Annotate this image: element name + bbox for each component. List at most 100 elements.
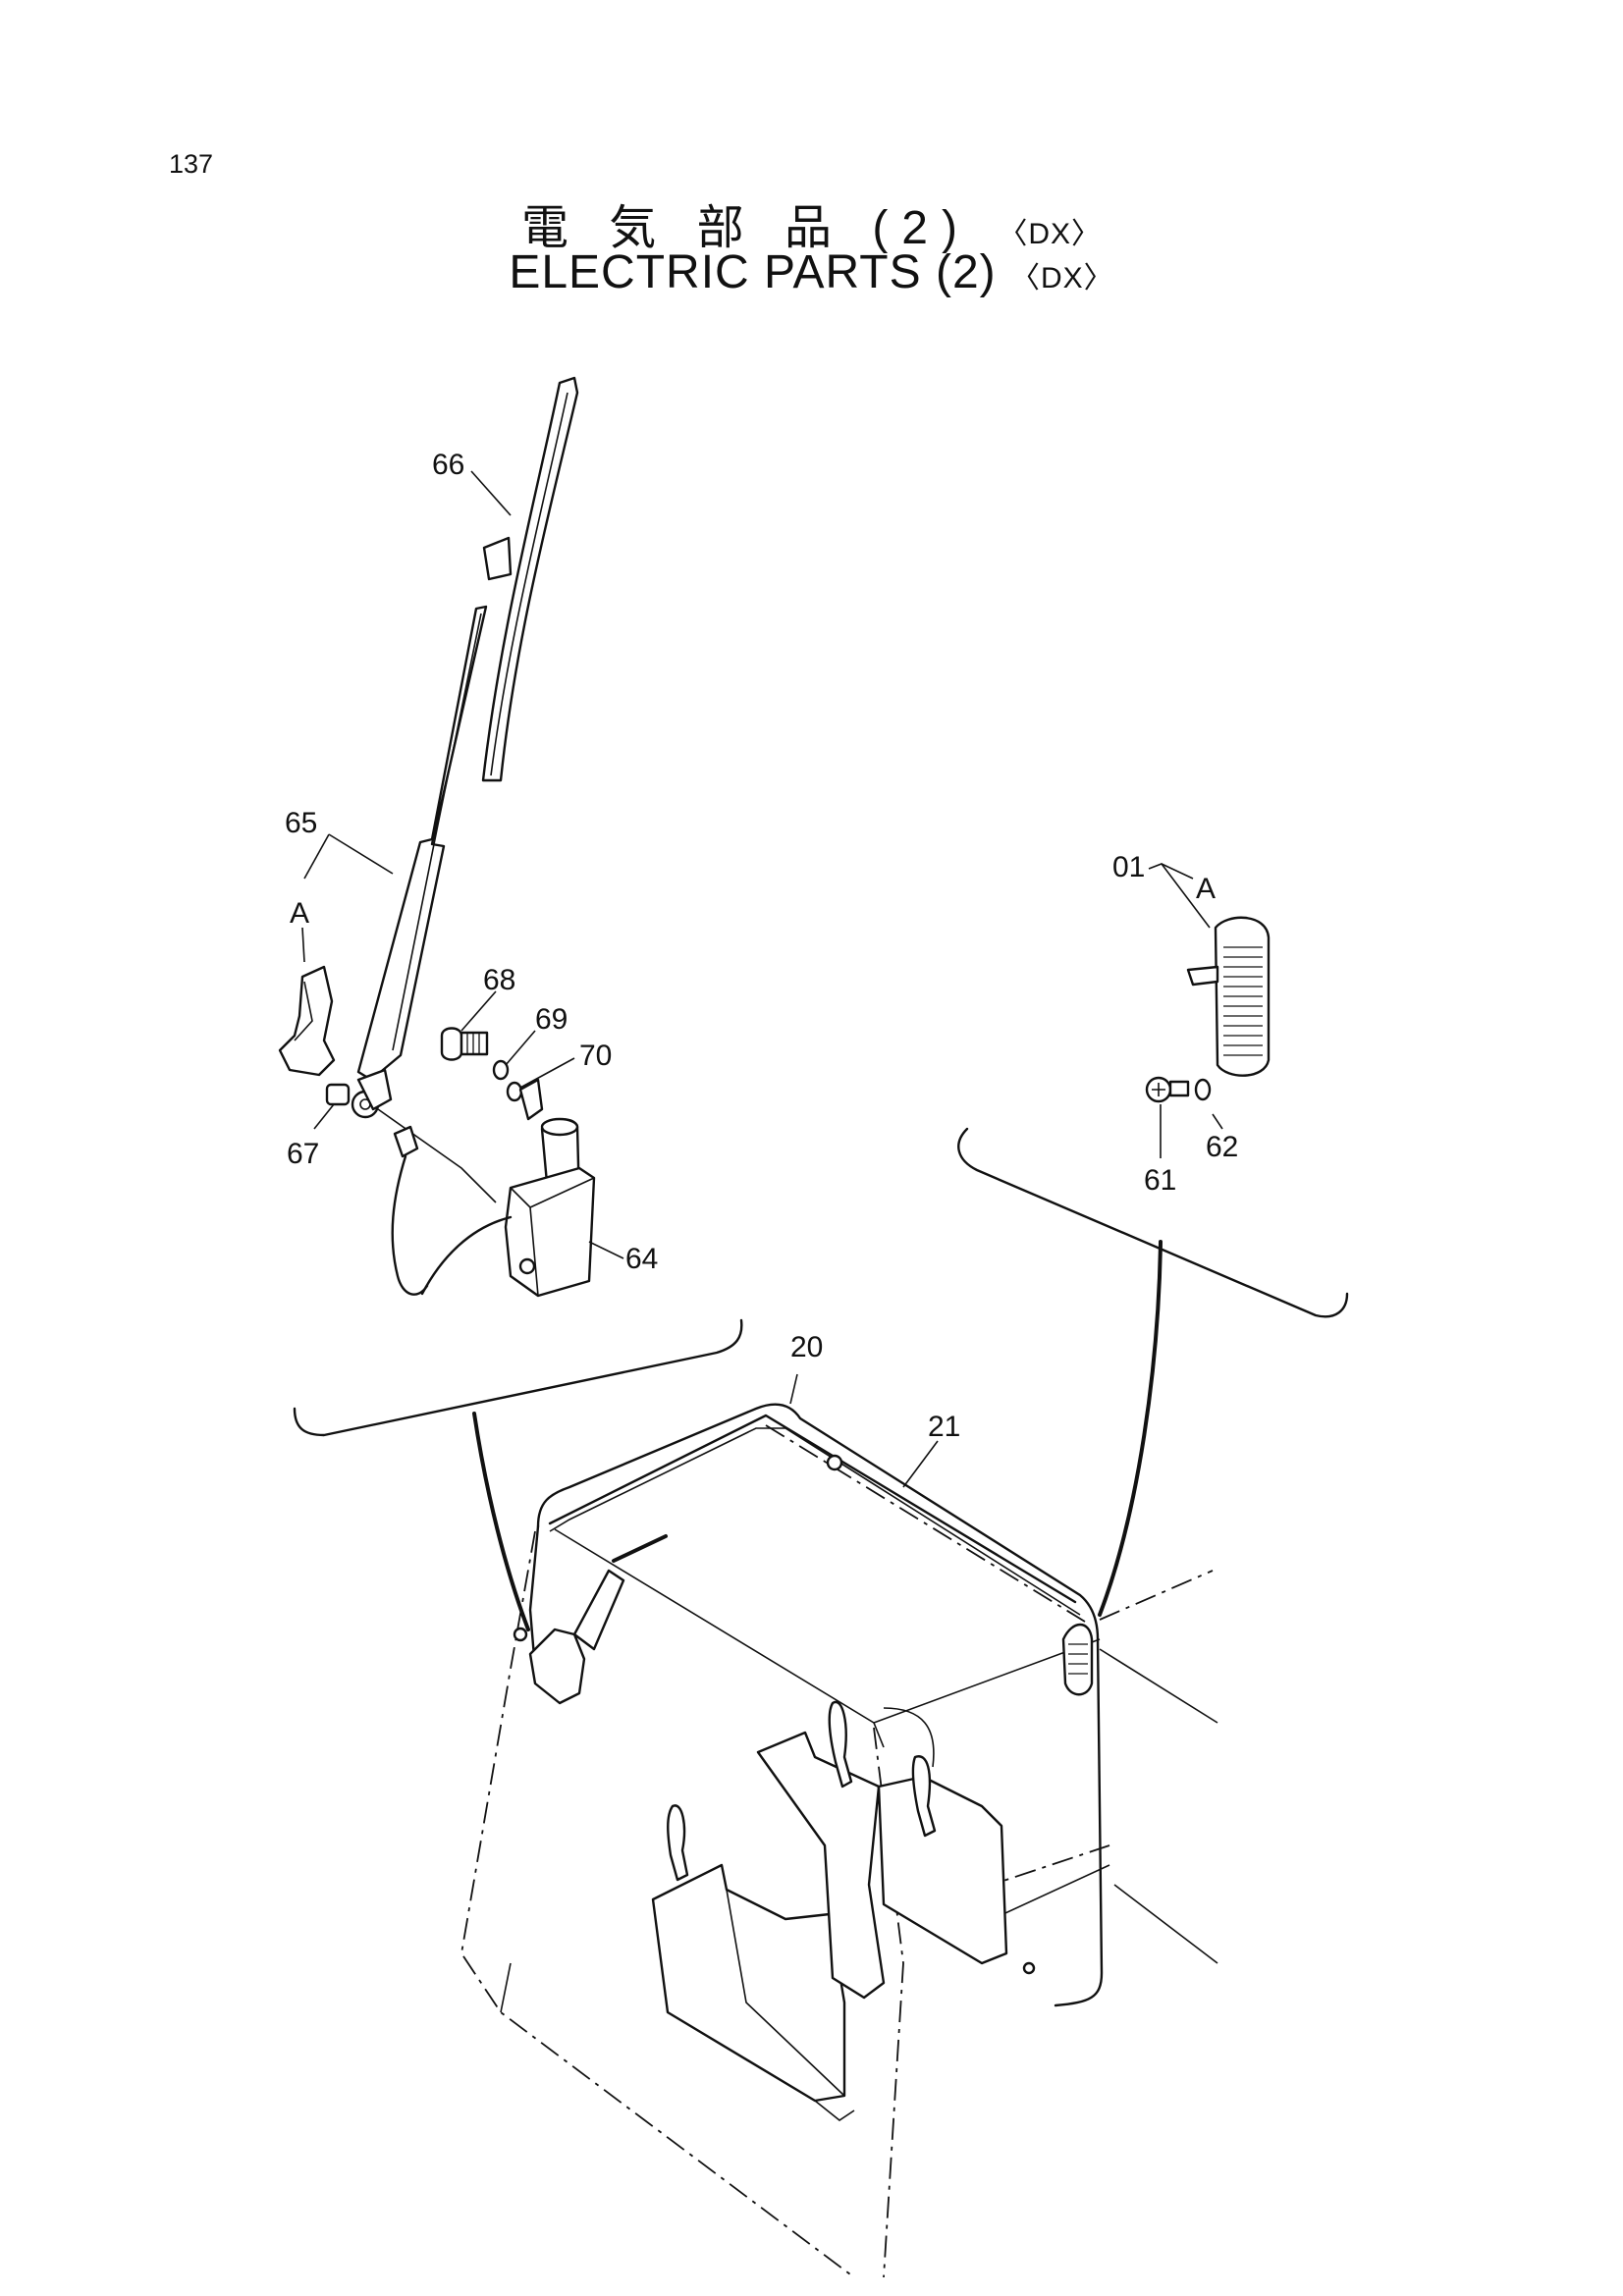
cab-room-lamp: [1061, 1623, 1094, 1696]
wiper-motor-edges: [510, 1177, 595, 1297]
leader-65-to-A: [303, 833, 330, 880]
wiper-detail-bubble-edge: [293, 1318, 743, 1437]
callout-01: 01: [1112, 851, 1145, 883]
right-control-lever: [911, 1755, 937, 1838]
callout-21: 21: [928, 1411, 960, 1443]
center-control-lever: [828, 1700, 853, 1789]
callouts: 01 A 61 62 64 65 A 66 67 68 69 70 20 21: [285, 449, 1238, 1443]
leader-21: [902, 1440, 939, 1488]
title-english-text: ELECTRIC PARTS (2): [509, 246, 997, 298]
wiper-arm-inner: [392, 613, 482, 1051]
lamp-detail: [957, 916, 1349, 1617]
wiper-detail: [278, 376, 743, 1631]
wiper-bolt-threads: [466, 1033, 480, 1054]
wiper-bolt-68-shank: [460, 1031, 489, 1056]
callout-69: 69: [535, 1003, 568, 1036]
leader-70: [519, 1057, 575, 1089]
left-control-lever: [667, 1804, 689, 1882]
wiper-linkage-line: [377, 1108, 497, 1203]
wiper-cable-to-motor: [420, 1215, 513, 1296]
reference-line-1: [1099, 1570, 1214, 1621]
lamp-washer-62: [1194, 1078, 1212, 1101]
wiper-blade-clip: [482, 536, 513, 581]
cab-wiper-motor: [528, 1628, 586, 1705]
title-japanese-variant: 〈DX〉: [998, 218, 1103, 250]
left-console-edge: [652, 1898, 669, 2013]
harness-clip-1: [826, 1454, 843, 1471]
callout-61: 61: [1144, 1164, 1176, 1197]
harness-21-line: [765, 1424, 1086, 1623]
cab-frame-left: [460, 1530, 855, 2278]
wiper-cover-fold: [294, 981, 313, 1041]
center-console-edge: [757, 1751, 826, 1846]
leader-66: [470, 470, 512, 516]
title-english-variant: 〈DX〉: [1009, 262, 1114, 294]
callout-68: 68: [483, 964, 515, 996]
page-title-japanese: 電 気 部 品 (2) 〈DX〉: [0, 188, 1623, 257]
harness-clip-3: [1022, 1961, 1036, 1975]
leader-67: [313, 1103, 335, 1130]
roof-inner-edge: [549, 1427, 1081, 1616]
wiper-arm-65: [356, 605, 488, 1082]
wiper-arm-head: [356, 1068, 393, 1111]
callout-67: 67: [287, 1138, 319, 1170]
reference-line-4: [902, 1844, 1110, 1915]
roof-harness-outline: [536, 1403, 1104, 2007]
cab-corner-edge: [873, 1722, 885, 1748]
leader-65-to-arm: [328, 833, 394, 875]
wiper-motor-screw: [518, 1257, 536, 1275]
center-console: [756, 1731, 886, 2000]
leader-01-to-A: [1161, 863, 1194, 880]
callout-66: 66: [432, 449, 464, 481]
leader-64: [588, 1241, 624, 1259]
reference-line-3: [1113, 1884, 1218, 1964]
rear-panel-curve: [883, 1707, 935, 1768]
room-lamp-lens-lines: [1223, 946, 1263, 1056]
wiper-blade-66: [481, 376, 579, 782]
leader-68: [460, 990, 497, 1032]
left-console-face: [726, 1889, 845, 2097]
wiper-cover: [278, 965, 336, 1077]
lamp-leader-to-cab: [1098, 1240, 1163, 1617]
wiper-nut-67: [325, 1083, 351, 1106]
callout-20: 20: [790, 1331, 823, 1363]
cab-assembly: [460, 1403, 1218, 2278]
harness-clip-2: [513, 1627, 528, 1642]
leader-lines: [301, 470, 1223, 1488]
callout-62: 62: [1206, 1131, 1238, 1163]
leader-69: [505, 1030, 536, 1066]
cab-frame-tick: [500, 1962, 512, 2013]
left-console: [651, 1863, 846, 2103]
wiper-bolt-68: [440, 1027, 463, 1061]
cab-wiper-arm: [572, 1569, 625, 1651]
callout-64: 64: [625, 1243, 658, 1275]
wiper-washer-70: [506, 1081, 523, 1102]
wiper-cable: [391, 1154, 429, 1296]
wiper-connector: [393, 1125, 419, 1158]
room-lamp-tab: [1186, 965, 1219, 987]
left-console-base: [814, 2100, 855, 2121]
page-number: 137: [169, 149, 214, 179]
wiper-leader-to-cab: [472, 1412, 530, 1631]
wiper-blade-inner: [490, 392, 568, 776]
harness-20-line: [548, 1414, 1077, 1604]
leader-A-to-cover: [301, 927, 305, 963]
wiper-washer-69: [492, 1059, 510, 1081]
callout-65: 65: [285, 807, 317, 839]
cab-room-lamp-hatch: [1068, 1643, 1088, 1675]
cab-top-edge: [554, 1528, 1101, 1724]
reference-line-2: [1099, 1648, 1218, 1724]
lamp-detail-bubble-edge: [957, 1127, 1349, 1318]
wiper-motor-shaft: [540, 1117, 579, 1137]
lamp-screw-shank: [1168, 1080, 1190, 1097]
leader-20: [789, 1373, 798, 1405]
page-title-english: ELECTRIC PARTS (2) 〈DX〉: [0, 245, 1623, 299]
callout-A-lamp: A: [1196, 873, 1216, 905]
title-japanese-text: 電 気 部 品 (2): [520, 202, 971, 254]
lamp-screw-cross: [1152, 1083, 1165, 1096]
wiper-motor-bracket: [518, 1078, 544, 1121]
callout-A-wiper: A: [290, 897, 309, 930]
right-console: [877, 1775, 1008, 1965]
wiper-motor-64: [504, 1166, 596, 1298]
